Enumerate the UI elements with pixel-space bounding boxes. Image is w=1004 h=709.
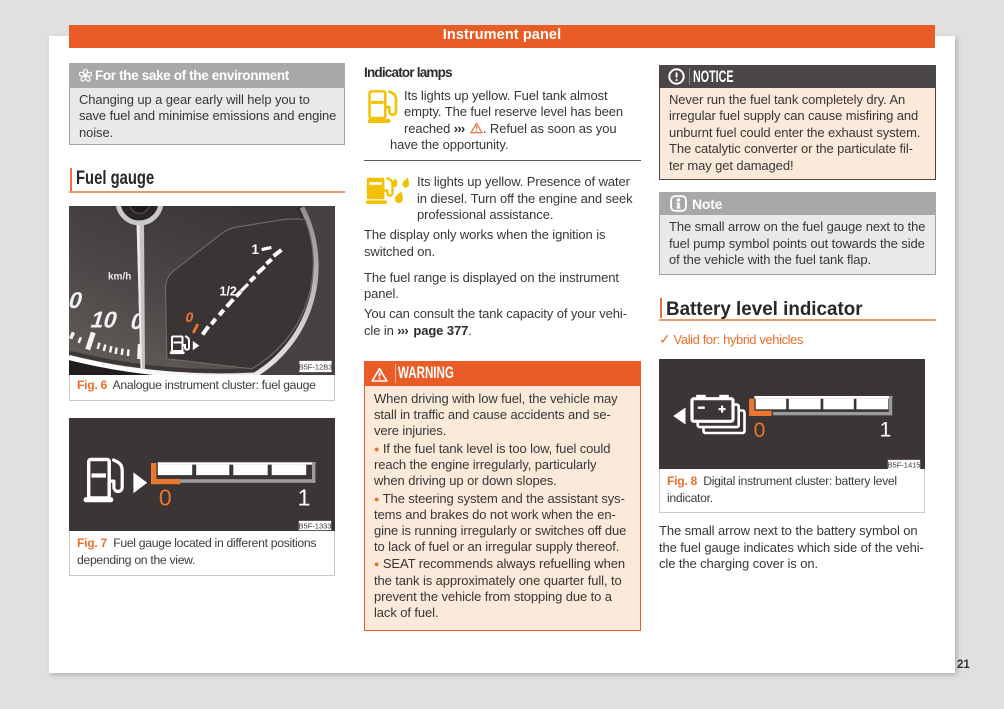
svg-text:B5F-12B3: B5F-12B3 — [299, 362, 333, 371]
svg-text:1: 1 — [880, 419, 892, 442]
svg-text:B5F-1415: B5F-1415 — [888, 460, 921, 469]
svg-text:0: 0 — [69, 287, 83, 313]
svg-text:km/h: km/h — [108, 272, 131, 283]
svg-text:B5F-1333: B5F-1333 — [299, 521, 332, 530]
svg-text:1: 1 — [298, 485, 311, 511]
svg-text:0: 0 — [754, 419, 766, 442]
svg-text:1: 1 — [252, 242, 260, 257]
svg-text:0: 0 — [159, 485, 172, 511]
svg-text:10: 10 — [90, 307, 118, 333]
svg-text:1/2: 1/2 — [220, 285, 237, 299]
svg-text:0: 0 — [186, 309, 194, 325]
